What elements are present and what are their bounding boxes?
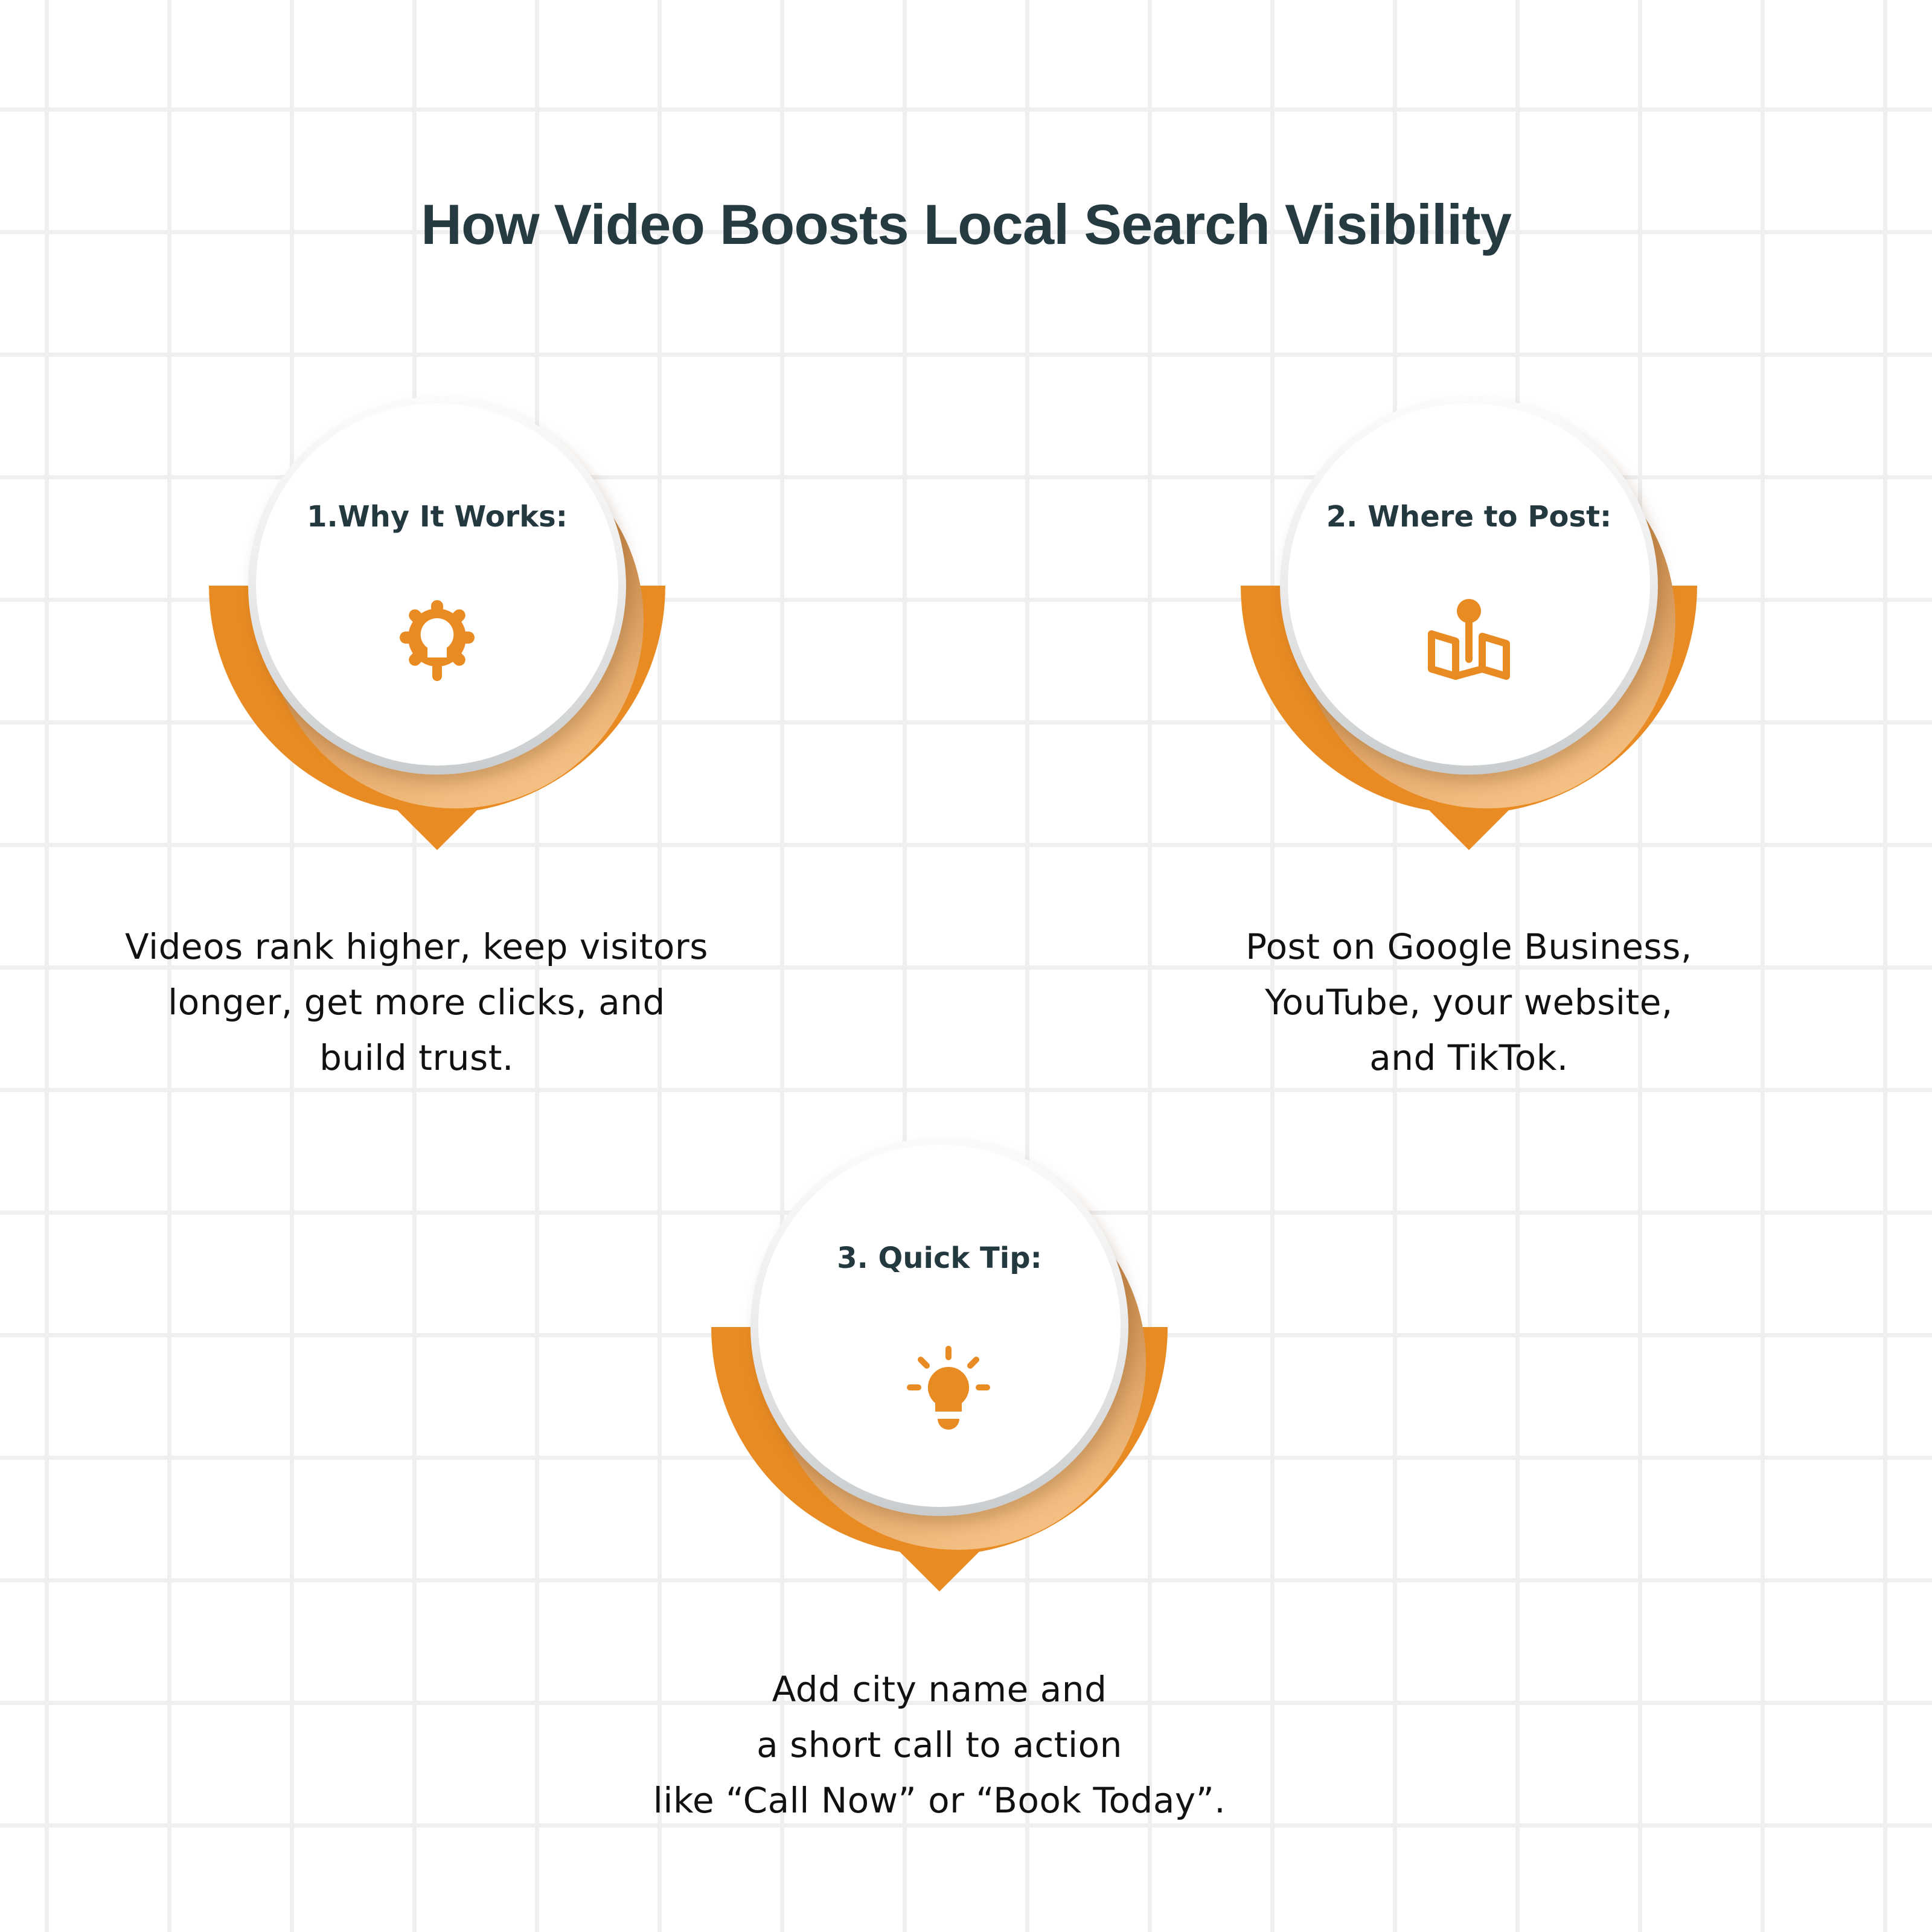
circle-face bbox=[758, 1145, 1121, 1507]
card-heading: 1.Why It Works: bbox=[307, 500, 568, 534]
gear-lightbulb-icon bbox=[395, 598, 479, 682]
card-heading: 3. Quick Tip: bbox=[837, 1241, 1042, 1275]
card-body-text: Post on Google Business, YouTube, your w… bbox=[1246, 926, 1692, 1078]
card-body-text: Add city name and a short call to action… bbox=[653, 1669, 1226, 1821]
map-pin-icon bbox=[1427, 598, 1511, 682]
card-heading: 2. Where to Post: bbox=[1326, 500, 1612, 534]
lightbulb-icon bbox=[906, 1345, 991, 1430]
card-body-text: Videos rank higher, keep visitors longer… bbox=[125, 926, 708, 1078]
circle-face bbox=[256, 403, 618, 766]
circle-face bbox=[1288, 403, 1650, 766]
infographic-title: How Video Boosts Local Search Visibility bbox=[421, 193, 1512, 256]
